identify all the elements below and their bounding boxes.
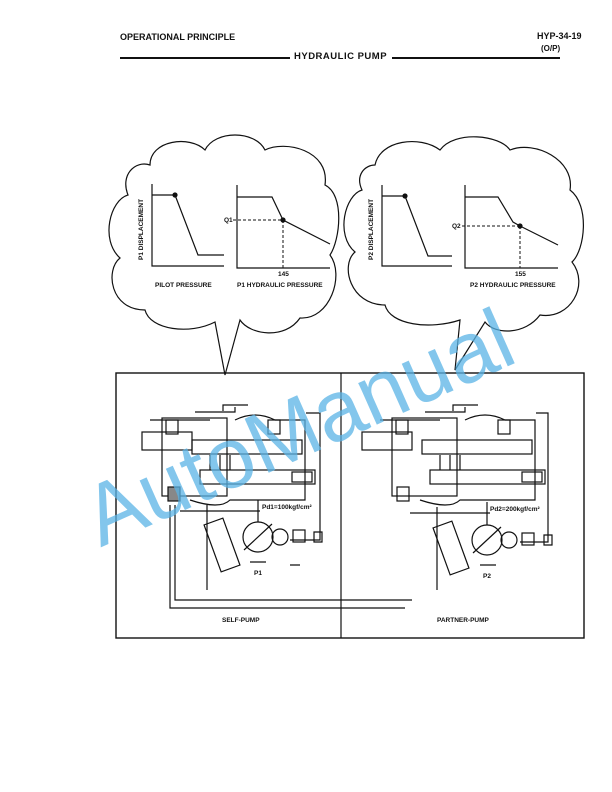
header-rule-left [120, 57, 290, 59]
p1-pressure-graph [233, 185, 331, 269]
header-rule-right [392, 57, 560, 59]
right-cloud [343, 136, 584, 371]
p1-displacement-label: P1 DISPLACEMENT [138, 199, 145, 260]
p2-pressure-graph [462, 185, 559, 269]
q1-label: Q1 [224, 217, 233, 224]
pilot-pressure-label: PILOT PRESSURE [155, 282, 212, 289]
p2-hydraulic-pressure-label: P2 HYDRAULIC PRESSURE [470, 282, 556, 289]
p2-displacement-label: P2 DISPLACEMENT [368, 199, 375, 260]
p2-pump-label: P2 [483, 573, 491, 580]
p1-tick-145: 145 [278, 271, 289, 278]
q2-label: Q2 [452, 223, 461, 230]
p1-hydraulic-pressure-label: P1 HYDRAULIC PRESSURE [237, 282, 323, 289]
p1-pump-label: P1 [254, 570, 262, 577]
section-title: OPERATIONAL PRINCIPLE [120, 32, 236, 42]
p2-pilot-graph [381, 185, 452, 267]
pilot-pressure-graph [151, 184, 224, 267]
left-cloud [108, 134, 340, 376]
schematic-frame [115, 372, 585, 639]
page-title: HYDRAULIC PUMP [294, 51, 388, 62]
partner-pump-label: PARTNER-PUMP [437, 617, 490, 624]
pd1-label: Pd1=100kgf/cm² [262, 504, 313, 511]
page-sub: (O/P) [541, 44, 561, 53]
page-id: HYP-34-19 [537, 31, 582, 41]
self-pump-label: SELF-PUMP [222, 617, 260, 624]
p2-tick-155: 155 [515, 271, 526, 278]
partner-regulator [361, 404, 553, 590]
pd2-label: Pd2=200kgf/cm² [490, 506, 541, 513]
self-regulator [141, 404, 412, 609]
